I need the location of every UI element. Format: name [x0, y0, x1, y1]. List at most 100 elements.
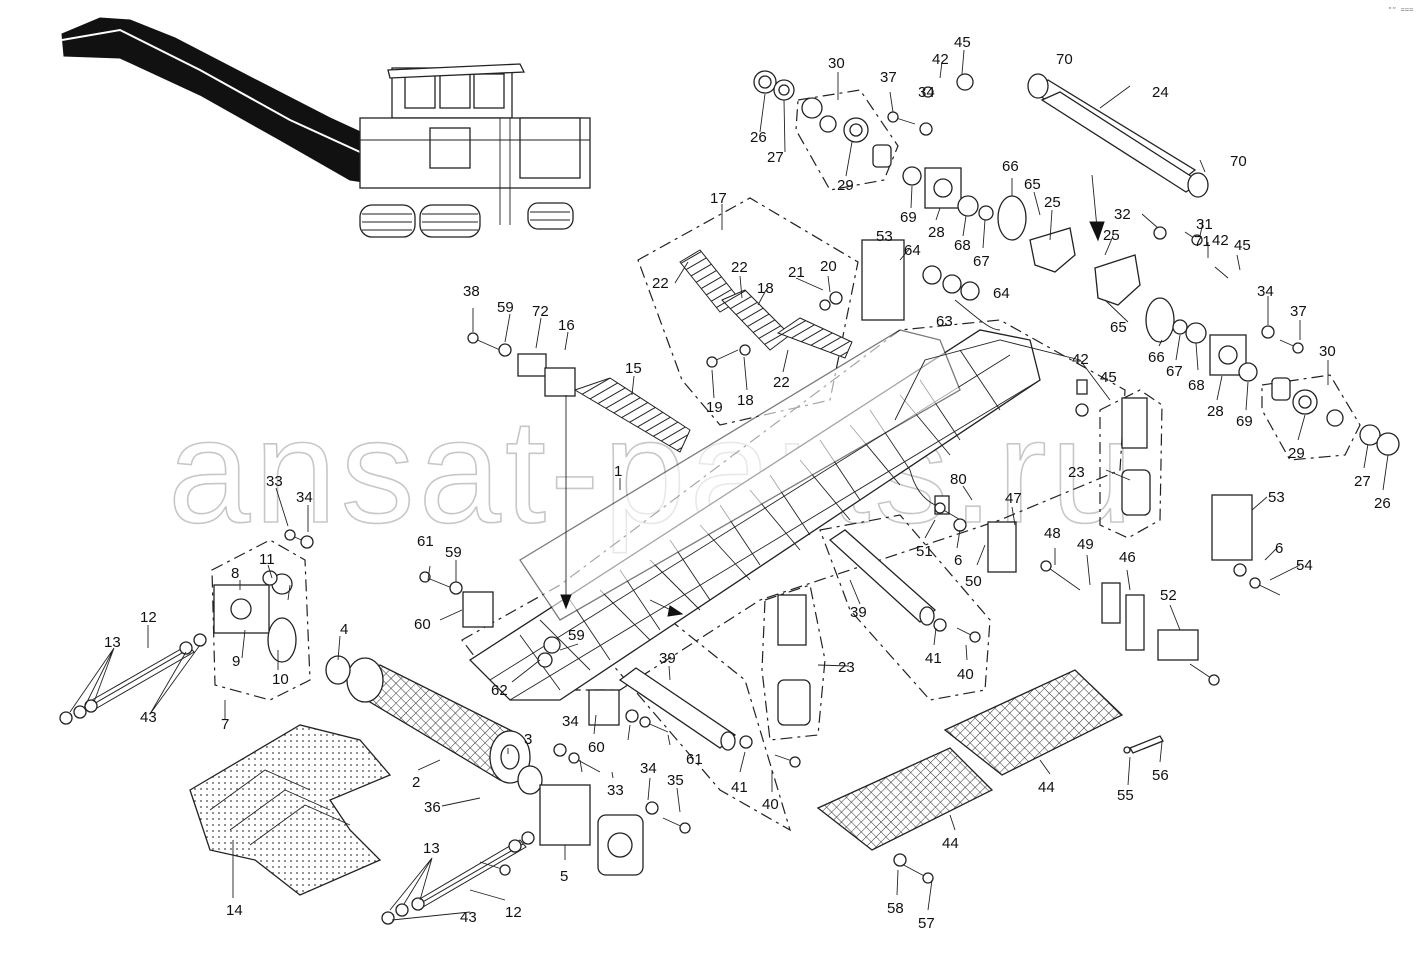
label-15: 15: [625, 360, 642, 377]
machine-cab: [359, 63, 591, 225]
label-25b: 25: [1103, 227, 1120, 244]
bellows-parts: [91, 249, 853, 908]
label-39b: 39: [659, 650, 676, 667]
label-13b: 13: [423, 840, 440, 857]
label-34d: 34: [562, 713, 579, 730]
label-48: 48: [1044, 525, 1061, 542]
label-42b: 42: [1212, 232, 1229, 249]
label-58: 58: [887, 900, 904, 917]
label-33b: 33: [607, 782, 624, 799]
label-45c: 45: [1100, 369, 1117, 386]
spring-12a: [91, 644, 195, 709]
label-56: 56: [1152, 767, 1169, 784]
label-69: 69: [900, 209, 917, 226]
label-53: 53: [876, 228, 893, 245]
label-28b: 28: [1207, 403, 1224, 420]
label-34: 34: [296, 489, 313, 506]
label-62: 62: [491, 682, 508, 699]
label-29b: 29: [1288, 445, 1305, 462]
conveyor-frame: [468, 329, 1111, 701]
label-64b: 64: [993, 285, 1010, 302]
label-67b: 67: [1166, 363, 1183, 380]
label-71: 71: [1194, 233, 1211, 250]
label-34e: 34: [640, 760, 657, 777]
label-22: 22: [652, 275, 669, 292]
spring-15: [573, 377, 691, 453]
label-41: 41: [925, 650, 942, 667]
motor-5: [539, 784, 644, 876]
label-8: 8: [231, 565, 239, 582]
label-37b: 37: [1290, 303, 1307, 320]
label-61b: 61: [686, 751, 703, 768]
outline-rollers-39-lower: [599, 619, 792, 832]
label-40b: 40: [762, 796, 779, 813]
label-60b: 60: [588, 739, 605, 756]
label-36: 36: [424, 799, 441, 816]
screens-44: [816, 669, 1124, 851]
label-67: 67: [973, 253, 990, 270]
label-68: 68: [954, 237, 971, 254]
label-52: 52: [1160, 587, 1177, 604]
label-6b: 6: [1275, 540, 1283, 557]
label-42: 42: [932, 51, 949, 68]
label-72: 72: [532, 303, 549, 320]
label-32: 32: [1114, 206, 1131, 223]
outline-mount-23-lower: [761, 584, 826, 741]
outline-rollers-39: [819, 514, 991, 701]
label-14: 14: [226, 902, 243, 919]
label-45b: 45: [1234, 237, 1251, 254]
label-46: 46: [1119, 549, 1136, 566]
label-43: 43: [140, 709, 157, 726]
label-53b: 53: [1268, 489, 1285, 506]
label-27b: 27: [1354, 473, 1371, 490]
label-16: 16: [558, 317, 575, 334]
label-30b: 30: [1319, 343, 1336, 360]
corner-note: "" ===: [1388, 6, 1413, 14]
label-42c: 42: [1072, 351, 1089, 368]
label-64: 64: [904, 242, 921, 259]
label-22b: 22: [731, 259, 748, 276]
label-66: 66: [1002, 158, 1019, 175]
label-50: 50: [965, 573, 982, 590]
label-33: 33: [266, 473, 283, 490]
label-44: 44: [1038, 779, 1055, 796]
outline-main-frame: [461, 319, 1126, 691]
label-6: 6: [954, 552, 962, 569]
label-17: 17: [710, 190, 727, 207]
label-41b: 41: [731, 779, 748, 796]
label-26: 26: [750, 129, 767, 146]
label-51: 51: [916, 543, 933, 560]
label-49: 49: [1077, 536, 1094, 553]
label-38: 38: [463, 283, 480, 300]
label-19: 19: [706, 399, 723, 416]
outline-bearing-30-top: [795, 89, 899, 191]
label-2: 2: [412, 774, 420, 791]
conveyor-highlight: [61, 17, 409, 187]
label-44b: 44: [942, 835, 959, 852]
label-70b: 70: [1230, 153, 1247, 170]
label-35: 35: [667, 772, 684, 789]
bellows-22b: [721, 289, 791, 351]
label-4: 4: [340, 621, 348, 638]
label-37: 37: [880, 69, 897, 86]
label-10: 10: [272, 671, 289, 688]
label-80: 80: [950, 471, 967, 488]
label-59: 59: [497, 299, 514, 316]
label-23: 23: [838, 659, 855, 676]
label-3: 3: [524, 731, 532, 748]
label-18: 18: [757, 280, 774, 297]
label-40: 40: [957, 666, 974, 683]
label-5: 5: [560, 868, 568, 885]
label-61: 61: [417, 533, 434, 550]
outline-mount-23-right: [1099, 389, 1163, 539]
label-12b: 12: [505, 904, 522, 921]
bellows-22c: [776, 317, 853, 359]
label-59b: 59: [445, 544, 462, 561]
label-7: 7: [221, 716, 229, 733]
label-55: 55: [1117, 787, 1134, 804]
label-47: 47: [1005, 490, 1022, 507]
outline-bracket-7: [211, 539, 311, 701]
outline-bearing-30-right: [1261, 374, 1361, 461]
leader-lines: [69, 49, 1389, 921]
label-21: 21: [788, 264, 805, 281]
